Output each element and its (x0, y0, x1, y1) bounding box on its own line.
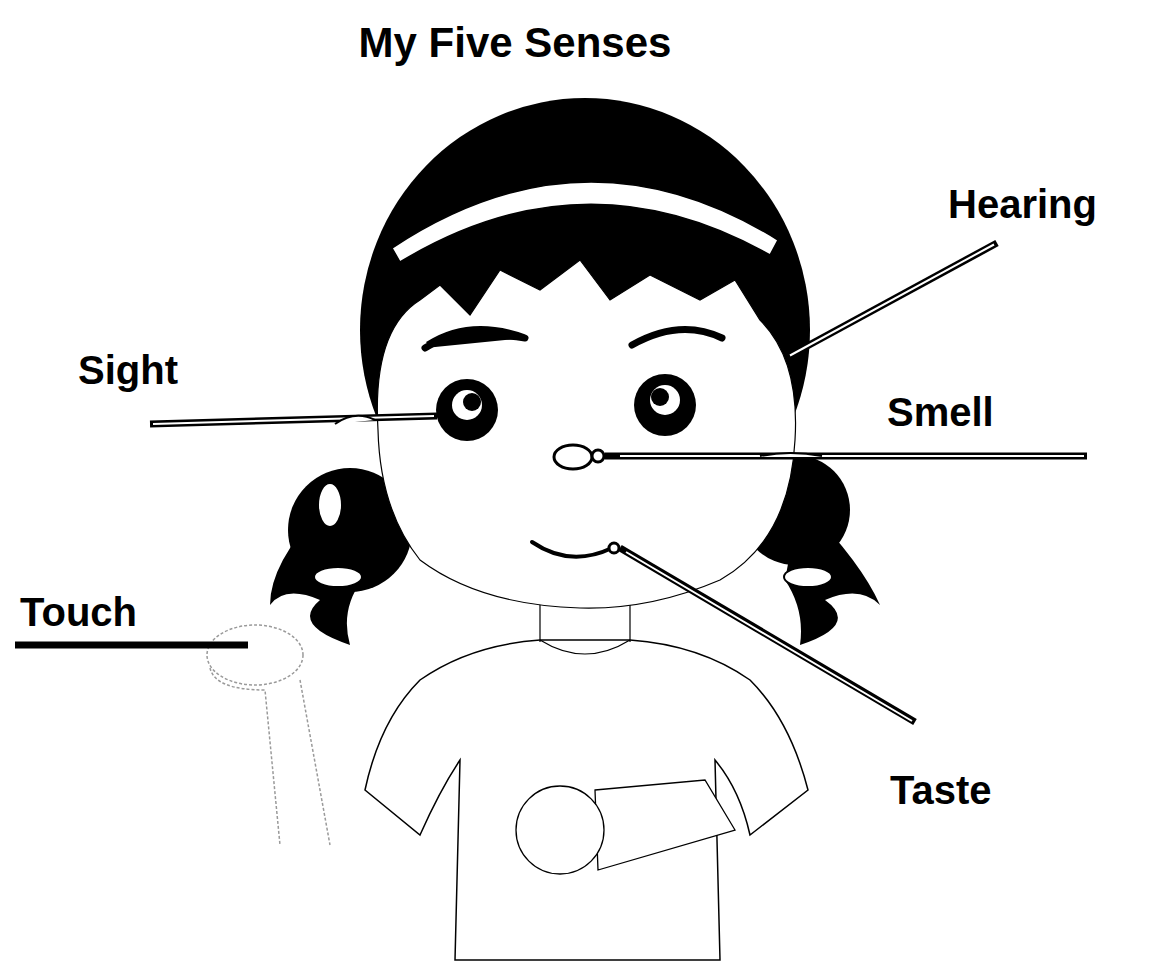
nose (554, 445, 592, 469)
sense-label: Touch (20, 592, 137, 632)
eyes (436, 374, 696, 441)
raised-arm (207, 625, 330, 845)
eyebrow (632, 329, 722, 345)
eyebrow (425, 329, 525, 348)
sense-label: Taste (890, 770, 992, 810)
face (377, 260, 795, 608)
sense-label: Hearing (948, 184, 1097, 224)
shirt (365, 640, 808, 960)
headband (392, 182, 778, 262)
title: My Five Senses (359, 22, 672, 64)
mouth (532, 542, 612, 557)
sense-label: Sight (78, 350, 178, 390)
collar (540, 640, 630, 654)
sense-label: Smell (887, 392, 994, 432)
front-arm (516, 780, 735, 874)
leader-lines (15, 243, 1087, 722)
